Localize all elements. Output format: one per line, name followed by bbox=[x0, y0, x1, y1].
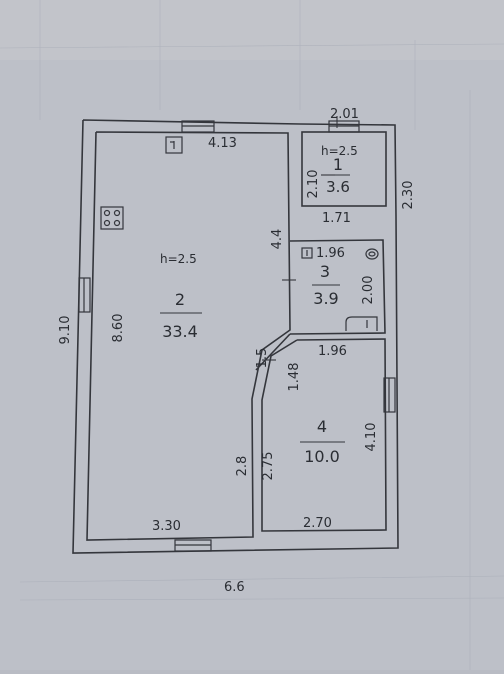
diagonal-partition bbox=[255, 333, 291, 371]
bathtub-icon bbox=[345, 316, 378, 331]
paper-top-shade bbox=[0, 0, 504, 60]
boiler-icon bbox=[301, 247, 313, 259]
room-3-wall bbox=[289, 239, 386, 335]
dim-1-71: 1.71 bbox=[322, 211, 351, 226]
dim-9-10: 9.10 bbox=[58, 316, 73, 345]
room-1-height: h=2.5 bbox=[321, 144, 358, 158]
room-4-number: 4 bbox=[317, 417, 327, 436]
fixtures bbox=[100, 136, 379, 331]
dim-3-30: 3.30 bbox=[152, 519, 181, 534]
dim-2-8: 2.8 bbox=[235, 456, 250, 477]
room-1-number: 1 bbox=[333, 155, 343, 174]
room-3-number: 3 bbox=[320, 262, 330, 281]
dim-room3-1-96: 1.96 bbox=[316, 246, 345, 261]
outer-wall bbox=[72, 119, 399, 554]
dim-room4-1-96: 1.96 bbox=[318, 344, 347, 359]
dim-6-6: 6.6 bbox=[224, 580, 245, 595]
dim-2-01: 2.01 bbox=[330, 107, 359, 122]
dim-2-00: 2.00 bbox=[361, 276, 376, 305]
dim-2-70: 2.70 bbox=[303, 516, 332, 531]
dim-1-48: 1.48 bbox=[287, 363, 302, 392]
room-1-area: 3.6 bbox=[326, 178, 350, 196]
room-2-height: h=2.5 bbox=[160, 252, 197, 266]
sink-icon bbox=[365, 248, 379, 260]
room-2-number: 2 bbox=[175, 290, 185, 309]
room-4-wall bbox=[261, 338, 387, 532]
room-3-area: 3.9 bbox=[313, 289, 338, 308]
dim-8-60: 8.60 bbox=[111, 314, 126, 343]
dim-2-30: 2.30 bbox=[401, 181, 416, 210]
dim-4-4: 4.4 bbox=[270, 229, 285, 250]
walls bbox=[72, 119, 399, 554]
dim-4-10: 4.10 bbox=[364, 423, 379, 452]
dim-4-13: 4.13 bbox=[208, 136, 237, 151]
dim-2-75: 2.75 bbox=[261, 452, 276, 481]
room-2-area: 33.4 bbox=[162, 322, 198, 341]
labels: h=2.5 1 3.6 h=2.5 2 33.4 3 3.9 4 10.0 2.… bbox=[58, 107, 416, 595]
room-4-area: 10.0 bbox=[304, 447, 340, 466]
room-2-inner-wall bbox=[86, 131, 291, 541]
heater-icon bbox=[165, 136, 183, 154]
windows bbox=[78, 120, 396, 552]
dim-2-10: 2.10 bbox=[306, 170, 321, 199]
stove-icon bbox=[100, 206, 124, 230]
dim-1-5: 1.5 bbox=[255, 348, 270, 369]
